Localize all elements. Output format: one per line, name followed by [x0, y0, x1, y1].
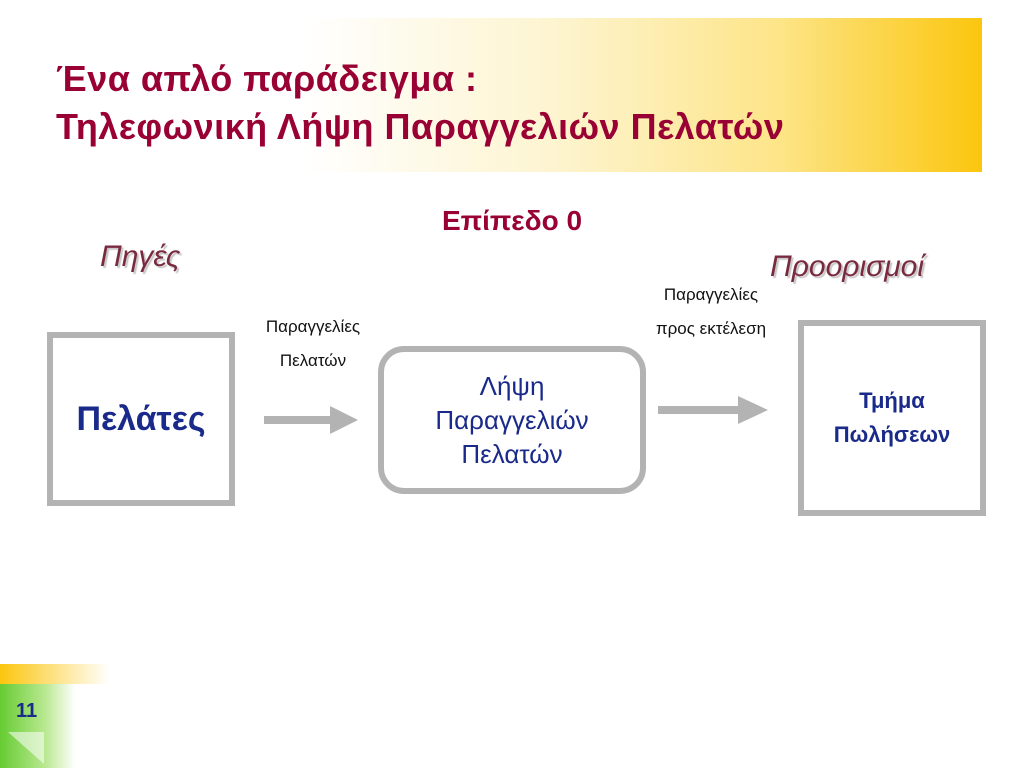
process-label-line-1: Λήψη [479, 371, 545, 401]
slide-title-line-2: Τηλεφωνική Λήψη Παραγγελιών Πελατών [56, 106, 785, 147]
slide-title-line-1: Ένα απλό παράδειγμα : [56, 58, 478, 99]
sales-department-entity-box: Τμήμα Πωλήσεων [798, 320, 986, 516]
incoming-flow-label-line-1: Παραγγελίες [265, 317, 361, 336]
title-banner [40, 18, 982, 172]
incoming-flow-label: Παραγγελίες Πελατών [230, 310, 396, 378]
process-label-line-3: Πελατών [461, 439, 563, 469]
incoming-flow-label-line-2: Πελατών [279, 351, 347, 370]
sales-entity-label-line-2: Πωλήσεων [833, 422, 951, 447]
corner-decoration-icon [0, 664, 110, 768]
customers-entity-label: Πελάτες [76, 399, 206, 438]
outgoing-flow-arrow-icon [658, 396, 768, 424]
page-number: 11 [16, 700, 38, 722]
outgoing-flow-label-line-1: Παραγγελίες [663, 285, 759, 304]
customers-entity-box: Πελάτες [47, 332, 235, 506]
sales-entity-label-line-1: Τμήμα [859, 388, 925, 413]
process-label-line-2: Παραγγελιών [435, 405, 589, 435]
process-box: Λήψη Παραγγελιών Πελατών [378, 346, 646, 494]
outgoing-flow-label-line-2: προς εκτέλεση [655, 319, 767, 338]
destinations-label: Προορισμοί [770, 250, 925, 283]
level-label: Επίπεδο 0 [441, 205, 583, 236]
sources-label: Πηγές [100, 240, 181, 273]
incoming-flow-arrow-icon [264, 406, 358, 434]
outgoing-flow-label: Παραγγελίες προς εκτέλεση [628, 278, 794, 346]
